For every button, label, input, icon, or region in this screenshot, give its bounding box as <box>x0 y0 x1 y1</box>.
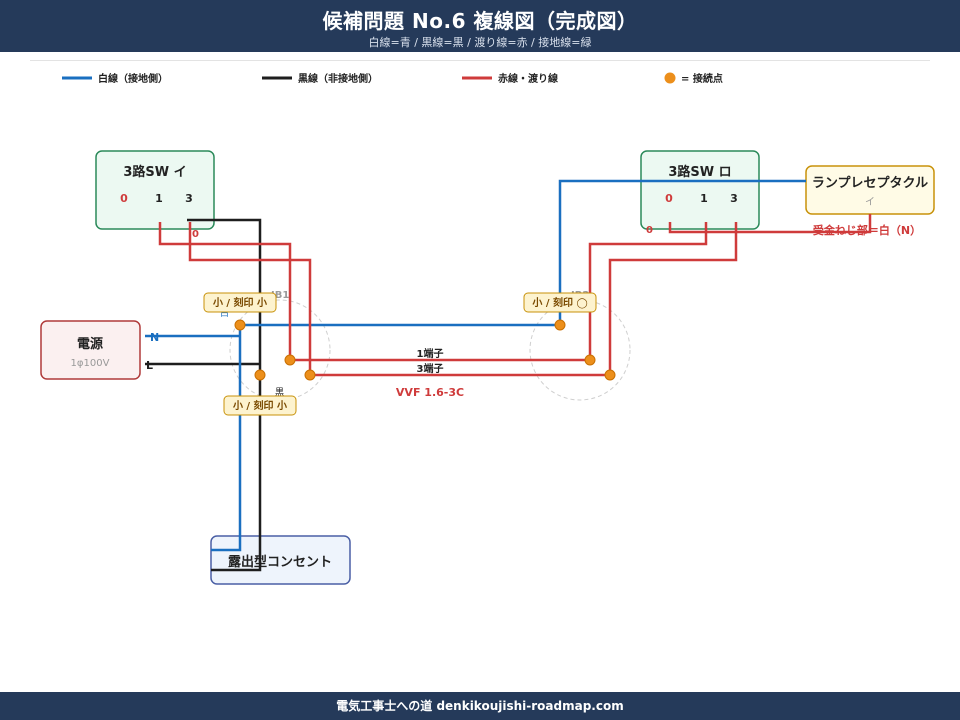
switch-i-terminal-0: 0 <box>120 192 128 205</box>
red-wire-ro-0-lamp <box>668 214 872 234</box>
black-wire-switch-outlet <box>187 218 262 572</box>
jb1-sleeve-tag-top-text: 小 / 刻印 小 <box>212 296 267 309</box>
legend: 白線（接地側） 黒線（非接地側） 赤線・渡り線 = 接続点 <box>62 72 723 85</box>
legend-red-label: 赤線・渡り線 <box>498 72 558 85</box>
connection-point <box>604 369 616 381</box>
outlet-box <box>210 535 351 585</box>
page-title: 候補問題 No.6 複線図（完成図） <box>322 9 638 33</box>
footer: 電気工事士への道 denkikoujishi-roadmap.com <box>0 692 960 720</box>
jb1-sleeve-tag-top <box>203 292 277 313</box>
switch-ro-terminal-3: 3 <box>730 192 738 205</box>
connection-point <box>284 354 296 366</box>
switch-ro-wire-label: 0 <box>646 225 653 236</box>
red-wire-i-3 <box>188 222 312 375</box>
connection-point <box>554 319 566 331</box>
divider <box>30 60 930 61</box>
jb1-black-label: 黒 <box>275 387 284 398</box>
lamp-note: 受金ねじ部＝白（N） <box>813 223 921 237</box>
connection-points <box>234 319 616 381</box>
power-title: 電源 <box>77 336 103 352</box>
connection-point <box>584 354 596 366</box>
legend-connection-label: = 接続点 <box>681 72 723 85</box>
switch-ro-box <box>640 150 760 230</box>
jb1-sleeve-tag-bottom-text: 小 / 刻印 小 <box>232 399 287 412</box>
jb1-label: JB1 <box>270 290 289 301</box>
legend-white-label: 白線（接地側） <box>98 72 168 85</box>
switch-i-title: 3路SW イ <box>123 164 186 180</box>
jb1-white-label: 白 <box>220 307 229 319</box>
lamp-sub: イ <box>865 197 875 208</box>
switch-ro-terminal-0: 0 <box>665 192 673 205</box>
red-wire-i-1 <box>158 222 292 360</box>
switch-ro-terminal-1: 1 <box>700 192 708 205</box>
jb2-outline <box>529 299 631 401</box>
power-box <box>40 320 141 380</box>
cable-terminal-3-label: 3端子 <box>417 362 444 375</box>
connection-point <box>234 319 246 331</box>
switch-i-wire-label: 0 <box>192 229 199 240</box>
header: 候補問題 No.6 複線図（完成図） 白線=青 / 黒線=黒 / 渡り線=赤 /… <box>0 0 960 52</box>
connection-point <box>254 369 266 381</box>
switch-i-terminal-3: 3 <box>185 192 193 205</box>
power-sub: 1φ100V <box>71 358 110 369</box>
black-wires <box>145 218 262 572</box>
jb1-outline <box>229 299 331 401</box>
power-l-label: L <box>146 359 153 372</box>
white-wire-outlet <box>211 325 242 552</box>
legend-black-label: 黒線（非接地側） <box>298 72 378 85</box>
jb1-sleeve-tag-bottom <box>223 395 297 416</box>
legend-connection-swatch <box>664 72 676 84</box>
cable-spec-label: VVF 1.6-3C <box>396 386 464 399</box>
connection-point <box>304 369 316 381</box>
page-subtitle: 白線=青 / 黒線=黒 / 渡り線=赤 / 接地線=緑 <box>368 36 592 49</box>
jb2-sleeve-tag <box>523 292 597 313</box>
power-n-label: N <box>150 331 159 344</box>
jb2-sleeve-tag-text: 小 / 刻印 ◯ <box>531 296 587 309</box>
switch-ro-title: 3路SW ロ <box>668 164 731 180</box>
red-wires <box>158 214 872 377</box>
cable-terminal-1-label: 1端子 <box>417 347 444 360</box>
red-wire-ro-1 <box>588 222 708 360</box>
switch-i-terminal-1: 1 <box>155 192 163 205</box>
switch-i-box <box>95 150 215 230</box>
lamp-title: ランプレセプタクル <box>812 176 928 191</box>
outlet-title: 露出型コンセント <box>228 554 332 570</box>
white-wire-lamp <box>558 179 806 325</box>
red-wire-ro-3 <box>608 222 738 375</box>
